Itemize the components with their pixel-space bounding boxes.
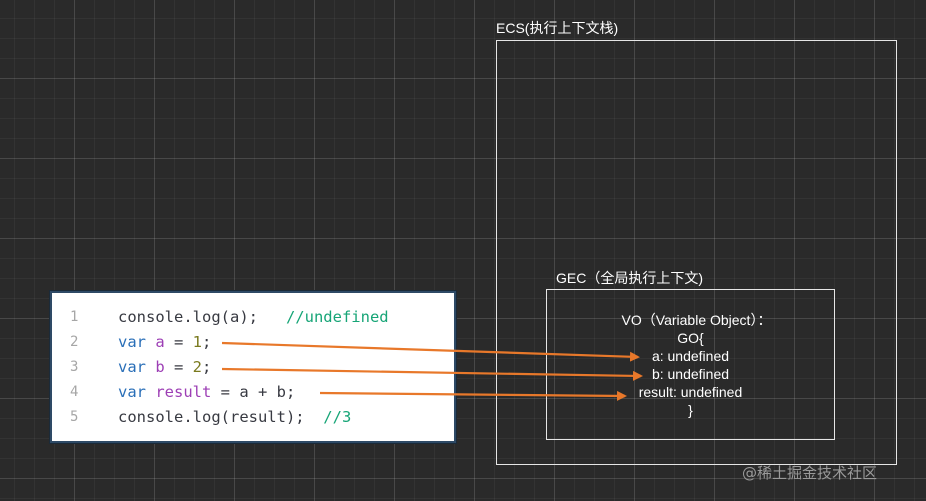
code-token: var: [118, 333, 146, 351]
vo-entry-b: b: undefined: [651, 366, 730, 382]
code-text: console.log(a); //undefined: [118, 305, 389, 330]
vo-entry-a: a: undefined: [651, 348, 730, 364]
gec-label: GEC（全局执行上下文): [556, 270, 703, 286]
code-token: console.log(result);: [118, 408, 305, 426]
code-token: var: [118, 383, 146, 401]
arrow-line-2: [221, 341, 640, 362]
code-line: 5 console.log(result); //3: [52, 405, 454, 430]
code-text: console.log(result); //3: [118, 405, 351, 430]
arrow-line-4: [319, 390, 627, 401]
code-token: = a + b;: [220, 383, 296, 401]
code-token: var: [118, 358, 146, 376]
vo-entry-result: result: undefined: [638, 384, 743, 400]
gec-box: [546, 289, 835, 440]
code-token: console.log(a);: [118, 308, 258, 326]
line-number: 4: [70, 384, 79, 400]
vo-title: VO（Variable Object）：: [621, 312, 772, 328]
ecs-label: ECS(执行上下文栈): [496, 20, 619, 36]
code-line: 1 console.log(a); //undefined: [52, 305, 454, 330]
code-token: a: [146, 333, 174, 351]
code-token: result: [146, 383, 221, 401]
code-text: var b = 2;: [118, 355, 211, 380]
code-token: //3: [304, 408, 352, 426]
code-line: 2 var a = 1;: [52, 330, 454, 355]
line-number: 2: [70, 334, 79, 350]
arrow-line-3: [221, 367, 643, 381]
code-token: =: [174, 333, 184, 351]
code-token: =: [174, 358, 184, 376]
code-text: var result = a + b;: [118, 380, 295, 405]
code-token: b: [146, 358, 174, 376]
code-token: ;: [202, 333, 212, 351]
go-open: GO{: [677, 330, 704, 346]
go-close: }: [688, 402, 693, 418]
code-token: 1: [183, 333, 203, 351]
variable-object: VO（Variable Object）： GO{ a: undefined b:…: [546, 311, 835, 419]
ecs-stack-box: [496, 40, 897, 465]
code-token: ;: [202, 358, 212, 376]
code-line: 4 var result = a + b;: [52, 380, 454, 405]
line-number: 1: [70, 309, 79, 325]
code-token: //undefined: [257, 308, 389, 326]
code-line: 3 var b = 2;: [52, 355, 454, 380]
line-number: 3: [70, 359, 79, 375]
line-number: 5: [70, 409, 79, 425]
watermark: @稀土掘金技术社区: [742, 464, 878, 482]
code-text: var a = 1;: [118, 330, 211, 355]
code-token: 2: [183, 358, 203, 376]
